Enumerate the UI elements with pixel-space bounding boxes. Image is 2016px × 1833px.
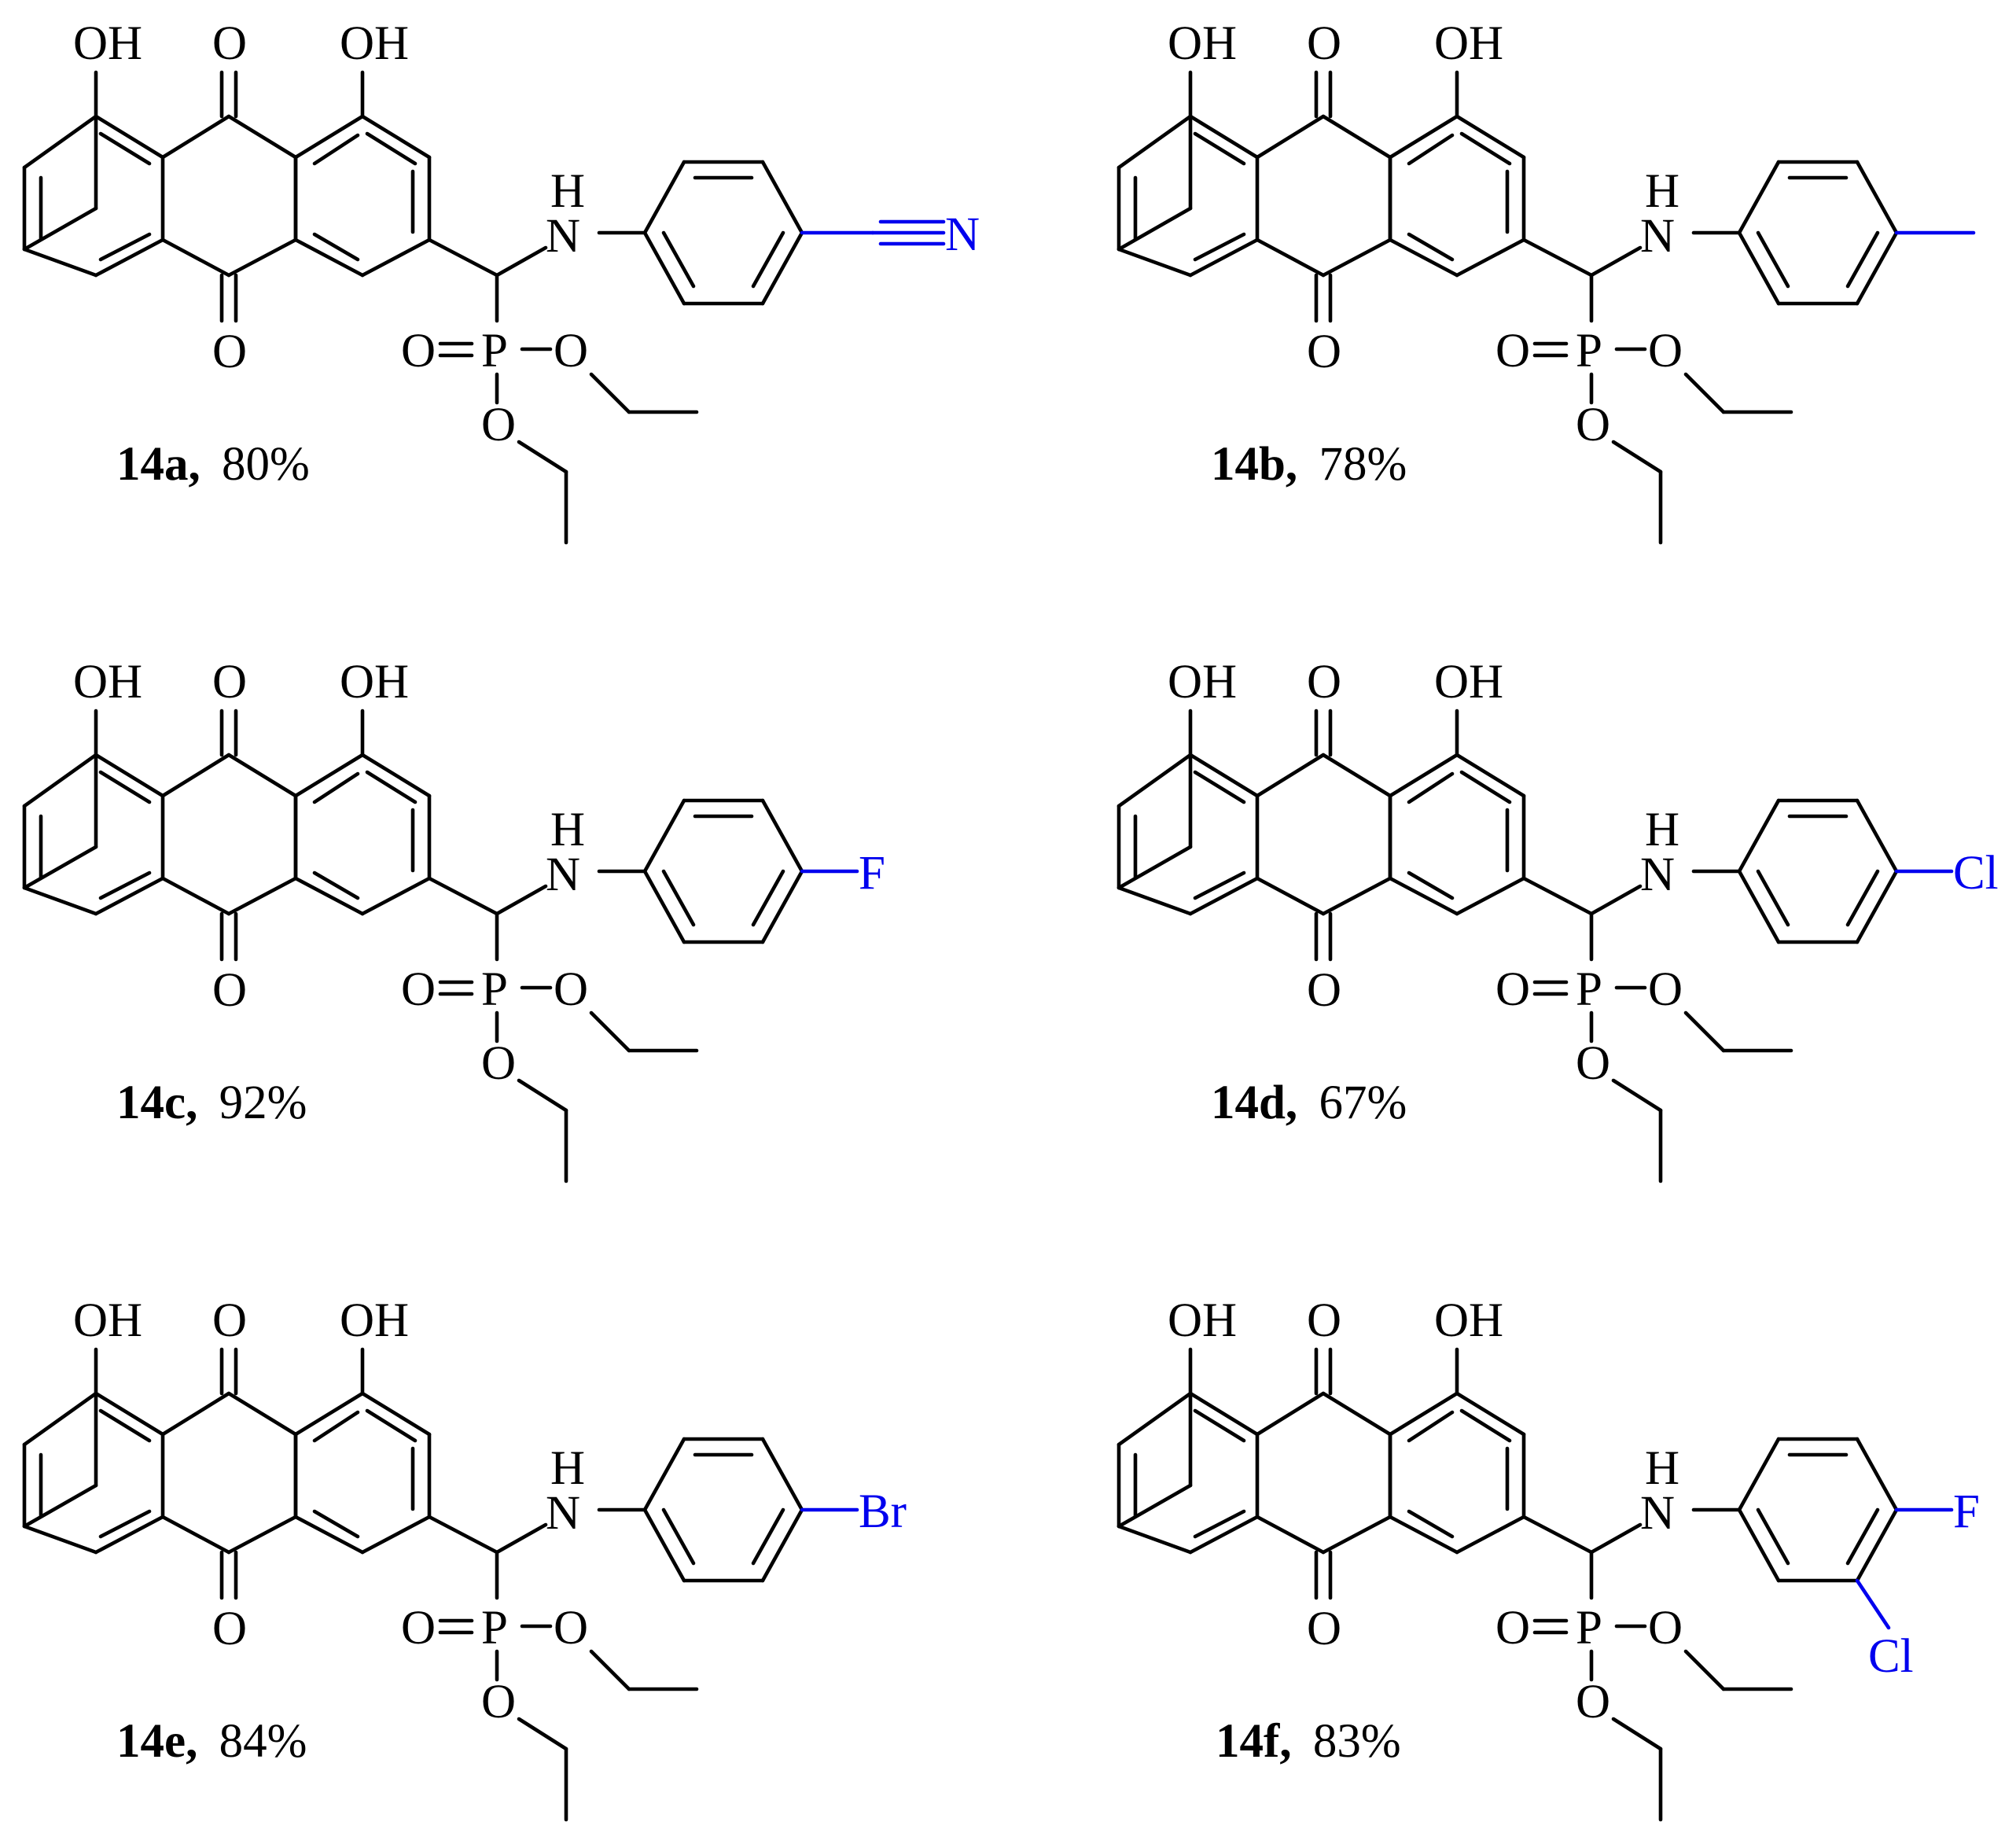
compound-yield: 67%	[1319, 1077, 1407, 1129]
atom-oh-right: OH	[1434, 17, 1503, 70]
atom-o-pdouble: O	[1495, 325, 1530, 377]
compound-id: 14f,	[1216, 1715, 1292, 1768]
atom-p: P	[481, 325, 508, 377]
substituent-label: Br	[859, 1485, 907, 1538]
compound-yield: 84%	[219, 1715, 307, 1768]
atom-n: N	[546, 848, 580, 901]
atom-oh-right: OH	[340, 1294, 409, 1347]
atom-oh-left: OH	[73, 17, 142, 70]
atom-oh-right: OH	[1434, 656, 1503, 709]
substituent-label: F	[1953, 1485, 1980, 1538]
atom-o-bottom: O	[1307, 1603, 1341, 1655]
atom-o-pdouble: O	[401, 325, 436, 377]
compound-yield: 83%	[1313, 1715, 1401, 1768]
atom-o-ester-right: O	[554, 963, 588, 1016]
compound-14e: OH O OH O H N O P O O Br 14e, 84%	[24, 1294, 907, 1820]
compound-14f: OH O OH O H N O P O O F Cl 14f, 83%	[1119, 1294, 1980, 1820]
substituent-fluoro-chloro	[1855, 1507, 1954, 1630]
atom-p: P	[481, 963, 508, 1016]
atom-h: H	[550, 804, 585, 856]
substituent-label: N	[945, 208, 980, 261]
atom-o-ester-bottom: O	[1576, 1037, 1610, 1090]
atom-o-bottom: O	[212, 1603, 247, 1655]
compound-id: 14c,	[116, 1077, 197, 1129]
substituent-cyano	[800, 219, 946, 246]
atom-o-top: O	[1307, 17, 1341, 70]
atom-o-ester-bottom: O	[1576, 1676, 1610, 1728]
compound-id: 14b,	[1211, 438, 1297, 491]
atom-p: P	[1576, 325, 1602, 377]
atom-p: P	[1576, 1602, 1602, 1654]
compound-id: 14e,	[116, 1715, 197, 1768]
atom-oh-left: OH	[73, 1294, 142, 1347]
compound-14a: OH O OH O H N O P O O N 14a, 80%	[24, 17, 980, 543]
atom-o-ester-right: O	[1648, 1602, 1683, 1654]
compound-yield: 78%	[1319, 438, 1407, 491]
atom-o-pdouble: O	[401, 1602, 436, 1654]
compound-id: 14a,	[116, 438, 200, 491]
substituent-label-2: Cl	[1868, 1630, 1914, 1683]
atom-o-pdouble: O	[1495, 1602, 1530, 1654]
atom-o-pdouble: O	[1495, 963, 1530, 1016]
atom-h: H	[1645, 804, 1679, 856]
compound-14b: OH O OH O H N O P O O 14b, 78%	[1119, 17, 1976, 543]
atom-o-ester-right: O	[554, 1602, 588, 1654]
compound-14d: OH O OH O H N O P O O Cl 14d, 67%	[1119, 656, 1999, 1181]
atom-o-ester-bottom: O	[481, 399, 516, 451]
atom-oh-right: OH	[340, 656, 409, 709]
atom-o-ester-right: O	[554, 325, 588, 377]
compound-caption: 14b, 78%	[1211, 438, 1407, 491]
atom-p: P	[481, 1602, 508, 1654]
atom-o-top: O	[1307, 1294, 1341, 1347]
atom-o-ester-bottom: O	[1576, 399, 1610, 451]
atom-o-bottom: O	[212, 964, 247, 1017]
atom-o-bottom: O	[1307, 326, 1341, 378]
compound-caption: 14a, 80%	[116, 438, 310, 491]
atom-p: P	[1576, 963, 1602, 1016]
atom-h: H	[1645, 1442, 1679, 1495]
compound-caption: 14c, 92%	[116, 1077, 307, 1129]
atom-o-bottom: O	[212, 326, 247, 378]
compound-caption: 14d, 67%	[1211, 1077, 1407, 1129]
atom-oh-left: OH	[73, 656, 142, 709]
compound-yield: 80%	[222, 438, 310, 491]
atom-oh-left: OH	[1168, 1294, 1237, 1347]
atom-o-top: O	[212, 17, 247, 70]
atom-o-top: O	[1307, 656, 1341, 709]
atom-oh-left: OH	[1168, 656, 1237, 709]
substituent-label: F	[859, 847, 885, 900]
atom-h: H	[550, 165, 585, 218]
atom-n: N	[546, 1487, 580, 1540]
atom-o-ester-right: O	[1648, 325, 1683, 377]
atom-n: N	[546, 210, 580, 263]
atom-h: H	[550, 1442, 585, 1495]
substituent-label: Cl	[1953, 847, 1999, 900]
compound-yield: 92%	[219, 1077, 307, 1129]
atom-o-bottom: O	[1307, 964, 1341, 1017]
atom-oh-left: OH	[1168, 17, 1237, 70]
compound-id: 14d,	[1211, 1077, 1297, 1129]
atom-n: N	[1640, 210, 1675, 263]
atom-o-pdouble: O	[401, 963, 436, 1016]
compound-caption: 14e, 84%	[116, 1715, 307, 1768]
atom-h: H	[1645, 165, 1679, 218]
compound-caption: 14f, 83%	[1216, 1715, 1401, 1768]
atom-n: N	[1640, 848, 1675, 901]
atom-o-top: O	[212, 656, 247, 709]
atom-o-ester-right: O	[1648, 963, 1683, 1016]
atom-o-top: O	[212, 1294, 247, 1347]
atom-o-ester-bottom: O	[481, 1676, 516, 1728]
atom-n: N	[1640, 1487, 1675, 1540]
atom-oh-right: OH	[340, 17, 409, 70]
compound-14c: OH O OH O H N O P O O F 14c, 92%	[24, 656, 885, 1181]
atom-o-ester-bottom: O	[481, 1037, 516, 1090]
atom-oh-right: OH	[1434, 1294, 1503, 1347]
